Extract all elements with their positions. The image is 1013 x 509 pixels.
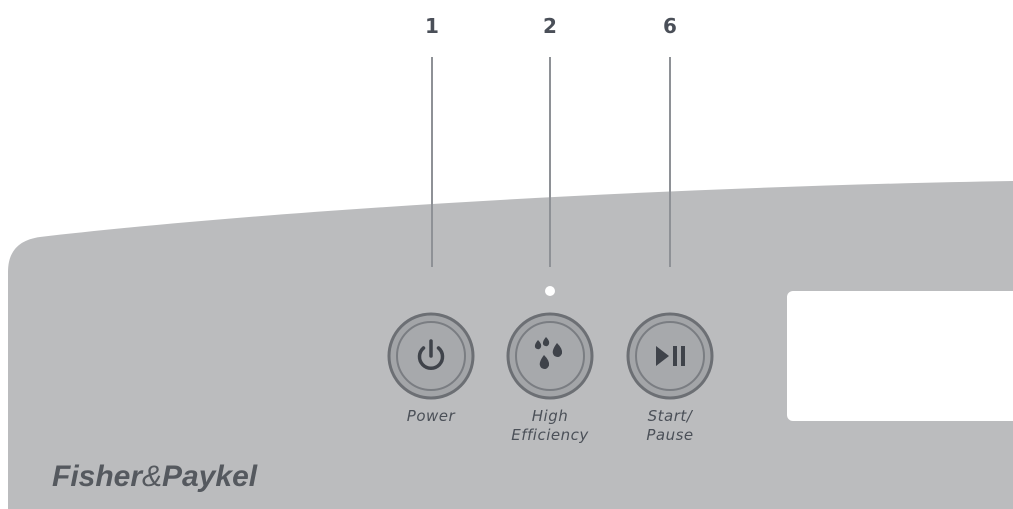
- led-indicator: [545, 286, 555, 296]
- callout-number-6: 6: [663, 14, 677, 38]
- start-pause-label-line2: Pause: [646, 426, 693, 444]
- high-efficiency-label-line2: Efficiency: [511, 426, 589, 444]
- callout-number-2: 2: [543, 14, 557, 38]
- power-button[interactable]: [387, 312, 475, 400]
- callout-number-1: 1: [425, 14, 439, 38]
- water-drops-icon: [534, 337, 563, 370]
- brand-logo-part2: Paykel: [162, 460, 258, 493]
- start-pause-button[interactable]: [626, 312, 714, 400]
- high-efficiency-label-line1: High: [532, 407, 568, 425]
- high-efficiency-button[interactable]: [506, 312, 594, 400]
- brand-logo-ampersand: &: [142, 460, 162, 493]
- display-window: [787, 291, 1013, 421]
- brand-logo-part1: Fisher: [52, 460, 144, 493]
- start-pause-label-line1: Start/: [648, 407, 694, 425]
- power-icon: [417, 339, 445, 370]
- brand-logo: Fisher&Paykel: [52, 460, 258, 493]
- power-label: Power: [407, 407, 456, 425]
- play-pause-icon: [656, 346, 685, 366]
